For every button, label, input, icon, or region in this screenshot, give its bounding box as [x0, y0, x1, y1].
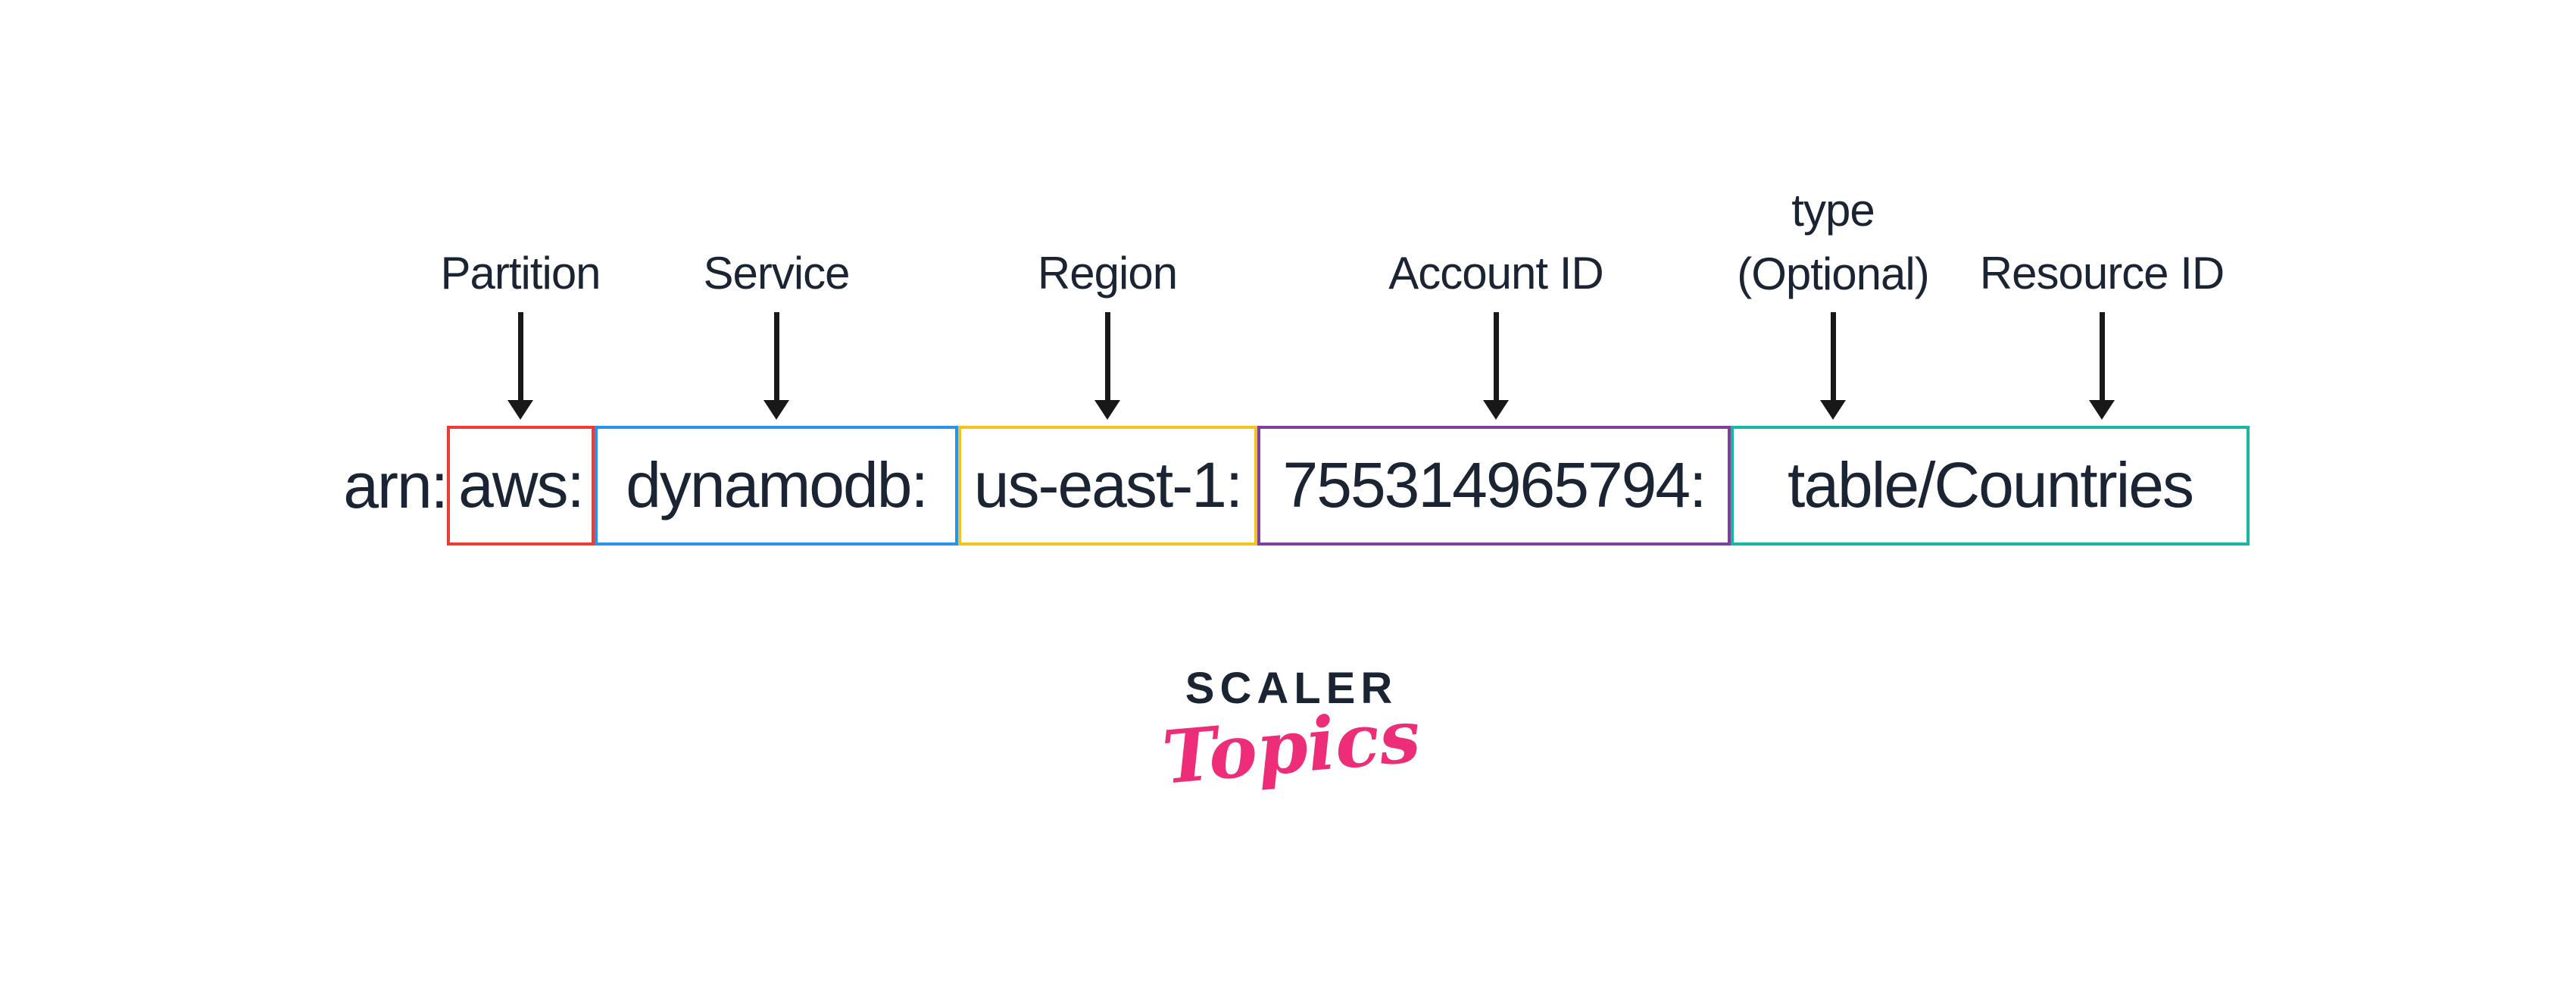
arn-string: arn: aws: dynamodb: us-east-1: 755314965…: [322, 426, 2250, 546]
resource-id-label: Resource ID: [1979, 248, 2225, 299]
account-id-label: Account ID: [1388, 248, 1603, 299]
arrow-head: [1483, 400, 1509, 420]
arn-segment-account-id: 755314965794:: [1257, 426, 1731, 546]
arrow-head: [1820, 400, 1846, 420]
arrow-shaft: [2099, 312, 2105, 400]
type-optional-label: type (Optional): [1737, 179, 1929, 306]
arrow-shaft: [1104, 312, 1110, 400]
arrow-shaft: [773, 312, 779, 400]
region-down-arrow-icon: [1094, 312, 1120, 420]
service-label: Service: [703, 248, 850, 299]
arn-segment-region: us-east-1:: [958, 426, 1257, 546]
arrow-head: [1094, 400, 1120, 420]
arrow-head: [507, 400, 533, 420]
scaler-topics-logo: SCALER Topics: [1159, 664, 1423, 801]
type-down-arrow-icon: [1820, 312, 1846, 420]
arrow-head: [763, 400, 789, 420]
arn-segment-partition: aws:: [447, 426, 595, 546]
topics-wordmark: Topics: [1159, 693, 1424, 801]
arn-segment-service: dynamodb:: [595, 426, 958, 546]
arrow-head: [2089, 400, 2115, 420]
partition-label: Partition: [440, 248, 601, 299]
service-down-arrow-icon: [763, 312, 789, 420]
type-label-line2: (Optional): [1737, 249, 1929, 299]
arn-prefix: arn:: [343, 450, 448, 521]
partition-down-arrow-icon: [507, 312, 533, 420]
account-id-down-arrow-icon: [1483, 312, 1509, 420]
arrow-shaft: [1493, 312, 1499, 400]
arn-segment-resource-id: table/Countries: [1731, 426, 2250, 546]
scaler-wordmark: SCALER: [1185, 664, 1398, 713]
resource-id-down-arrow-icon: [2089, 312, 2115, 420]
arrow-shaft: [1830, 312, 1836, 400]
type-label-line1: type: [1791, 185, 1875, 236]
arrow-shaft: [517, 312, 523, 400]
region-label: Region: [1037, 248, 1178, 299]
